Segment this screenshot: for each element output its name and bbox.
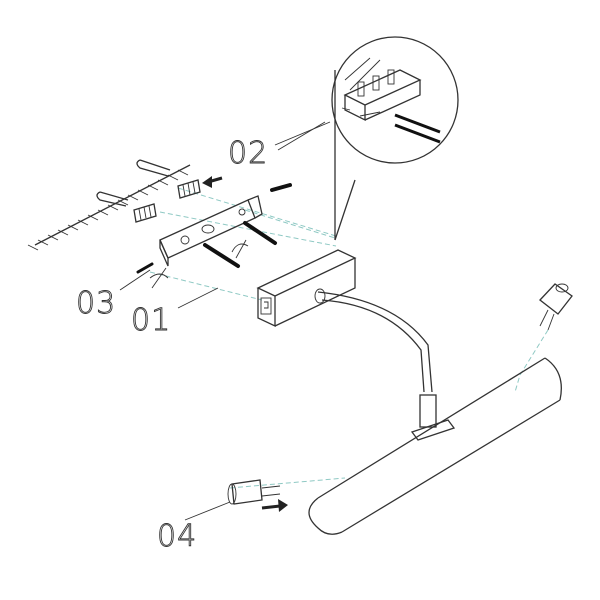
wall-plugs — [133, 179, 201, 223]
arrow-right-icon — [261, 499, 288, 512]
wall-plug-upper — [177, 179, 201, 199]
label-01: 01 — [131, 303, 171, 338]
direction-arrows — [149, 176, 249, 289]
screw-icon — [136, 262, 154, 274]
label-02: 02 — [228, 136, 268, 171]
leader-lines — [119, 121, 326, 521]
label-04: 04 — [157, 519, 197, 554]
wall-surface — [27, 159, 191, 251]
screw-set — [136, 183, 292, 274]
wiring-detail — [274, 36, 459, 241]
rotate-arrow-icon — [231, 239, 249, 259]
lamp-head — [308, 357, 562, 535]
screw-icon — [203, 243, 240, 268]
screw-icon — [270, 183, 292, 192]
wall-plug-lower — [133, 203, 157, 223]
mounting-bracket — [159, 195, 263, 267]
power-cable-icon — [344, 57, 441, 144]
bulb-icon — [539, 283, 573, 331]
bulb-bottom — [227, 479, 288, 512]
terminal-block-icon — [341, 69, 422, 122]
bulb-top — [539, 283, 573, 331]
guide-lines — [149, 187, 549, 489]
rotate-arrow-icon — [149, 267, 169, 289]
flexible-arm — [314, 288, 433, 393]
label-03: 03 — [76, 286, 116, 321]
screw-icon — [243, 221, 277, 245]
bulb-icon — [227, 479, 281, 505]
arrow-left-icon — [202, 176, 223, 188]
lamp-housing — [256, 249, 357, 328]
